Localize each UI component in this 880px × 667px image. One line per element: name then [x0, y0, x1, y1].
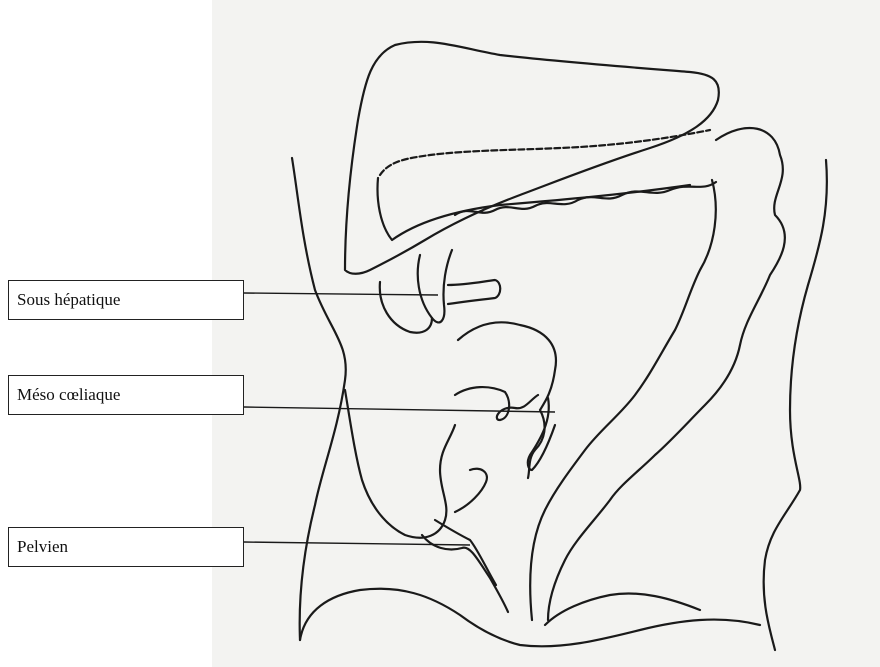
label-sous-hepatique: Sous hépatique [8, 280, 244, 320]
label-pelvien: Pelvien [8, 527, 244, 567]
label-meso-coeliaque: Méso cœliaque [8, 375, 244, 415]
label-pelvien-text: Pelvien [17, 537, 68, 557]
drawing-background [212, 0, 880, 667]
label-meso-coeliaque-text: Méso cœliaque [17, 385, 120, 405]
label-sous-hepatique-text: Sous hépatique [17, 290, 120, 310]
